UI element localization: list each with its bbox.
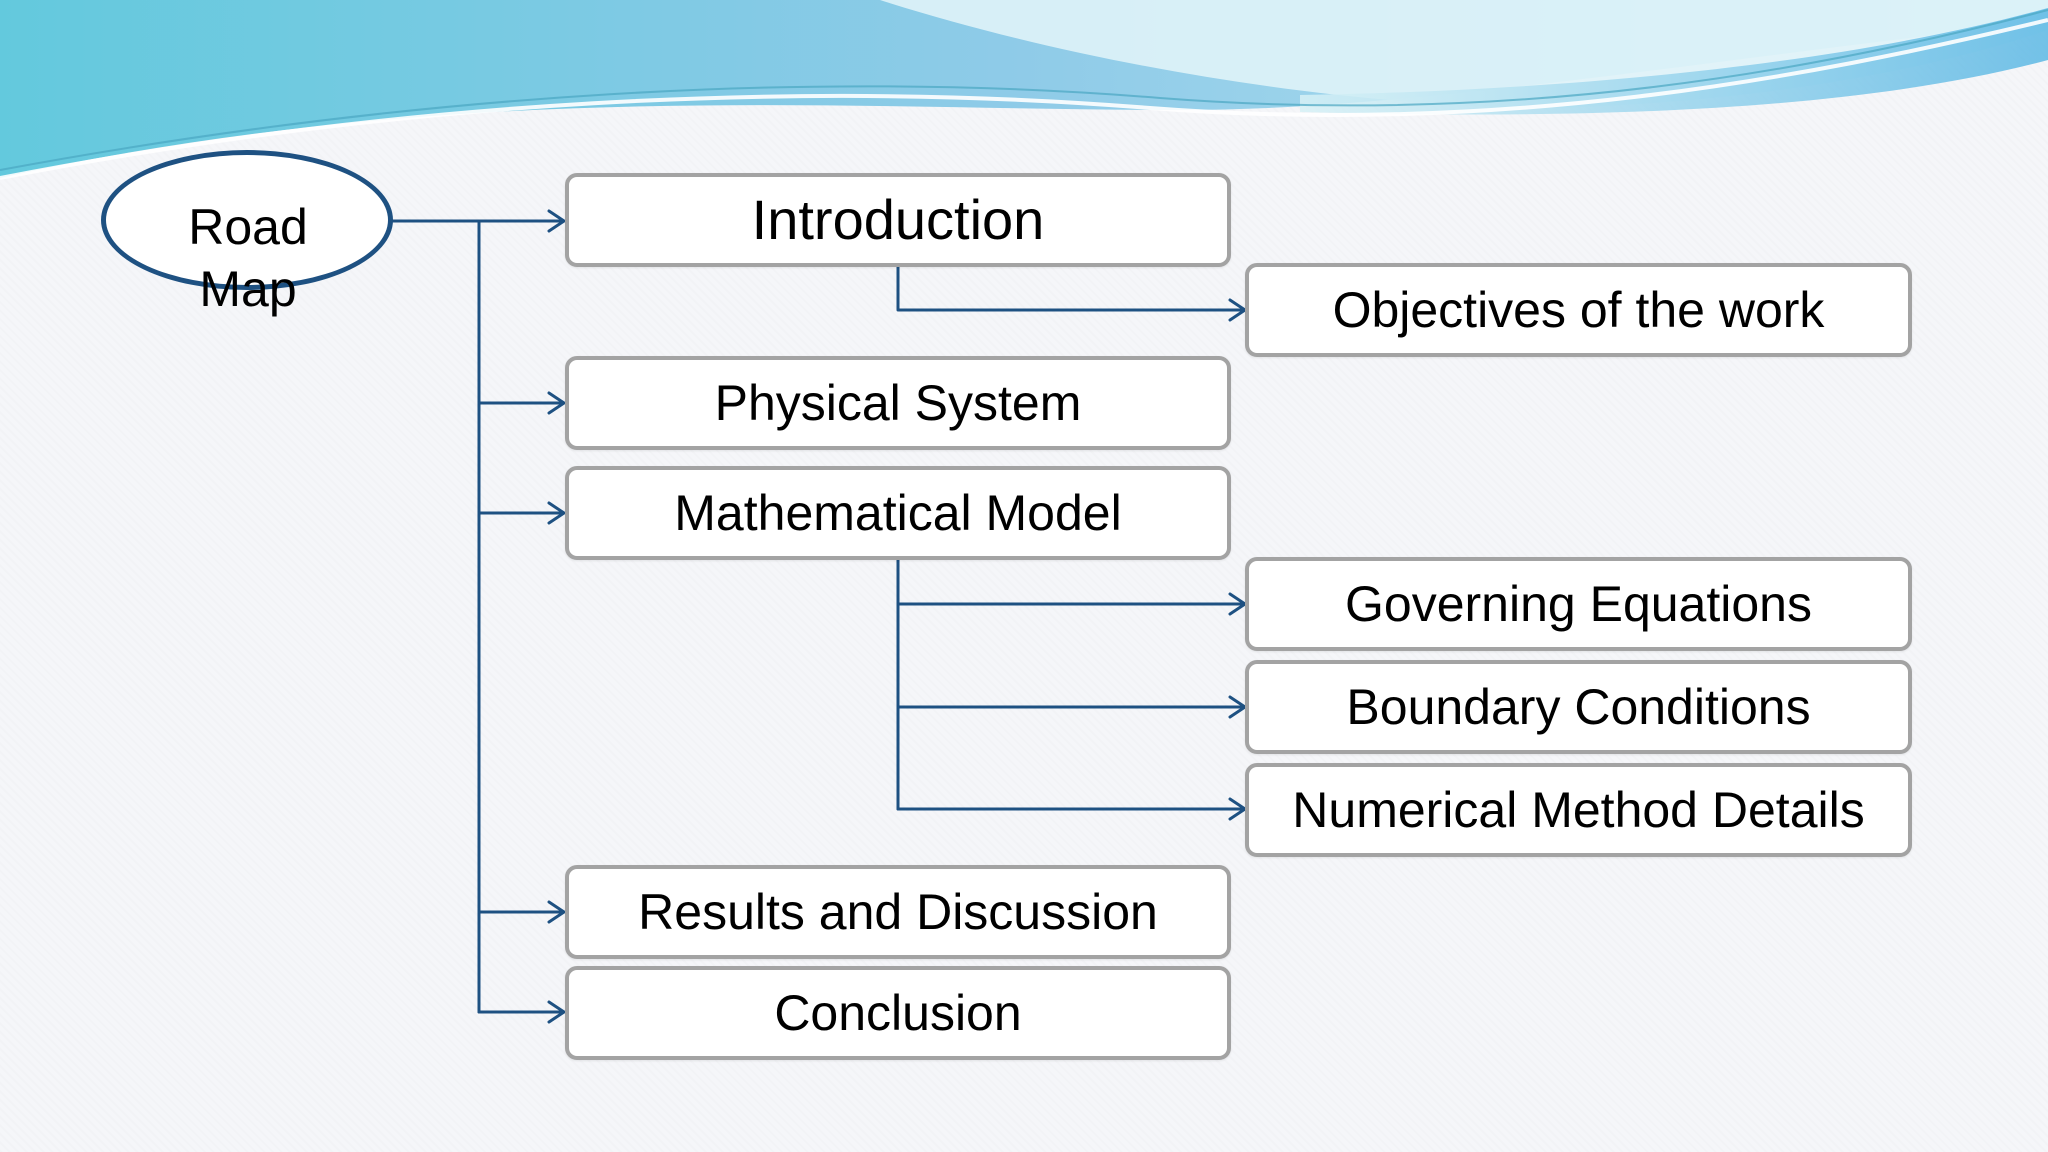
box-objectives-of-the-work: Objectives of the work — [1245, 263, 1912, 357]
box-results-and-discussion: Results and Discussion — [565, 865, 1231, 959]
box-introduction: Introduction — [565, 173, 1231, 267]
connector-objectives — [896, 265, 1245, 312]
road-map-label-line1: Road — [188, 199, 308, 255]
connector-root-trunk — [391, 219, 481, 1014]
box-physical-system: Physical System — [565, 356, 1231, 450]
box-conclusion: Conclusion — [565, 966, 1231, 1060]
road-map-root-node — [101, 150, 393, 290]
box-governing-equations: Governing Equations — [1245, 557, 1912, 651]
box-mathematical-model: Mathematical Model — [565, 466, 1231, 560]
road-map-label-line2: Map — [199, 261, 297, 317]
road-map-root-label: Road Map — [148, 196, 348, 320]
box-numerical-method-details: Numerical Method Details — [1245, 763, 1912, 857]
box-boundary-conditions: Boundary Conditions — [1245, 660, 1912, 754]
